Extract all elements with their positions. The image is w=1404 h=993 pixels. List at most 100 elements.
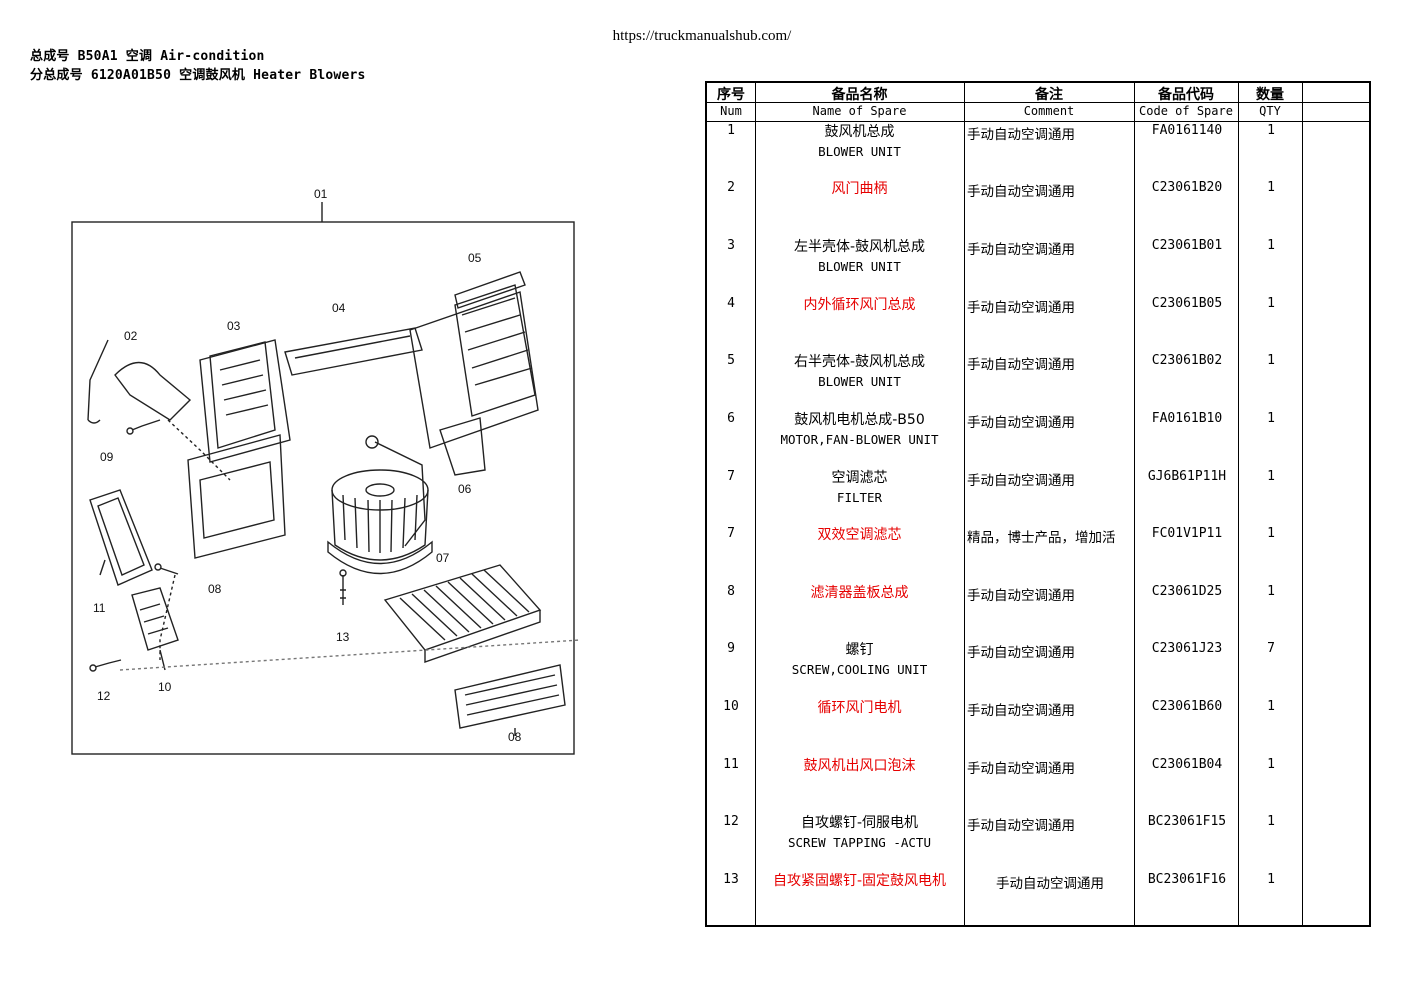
part-qty: 1: [1267, 699, 1275, 714]
duct-part: [284, 327, 423, 376]
part-name: 循环风门电机: [755, 699, 964, 718]
part-code: C23061B60: [1151, 699, 1223, 714]
part-comment: 手动自动空调通用: [967, 184, 1075, 200]
part-num: 9: [727, 641, 735, 656]
part-qty: 1: [1267, 353, 1275, 368]
part-comment: 手动自动空调通用: [967, 242, 1075, 258]
part-code: C23061B02: [1151, 353, 1223, 368]
part-num: 1: [727, 123, 735, 138]
label-09: 09: [100, 450, 114, 464]
header-qty-en: QTY: [1259, 104, 1281, 118]
label-08a: 08: [508, 730, 522, 744]
screw-13: [340, 575, 346, 605]
part-comment: 手动自动空调通用: [967, 357, 1075, 373]
part-name-zh: 自攻螺钉-伺服电机: [800, 815, 919, 831]
screw-09: [131, 419, 161, 431]
part-name-zh: 内外循环风门总成: [803, 297, 916, 313]
duct-02: [114, 361, 192, 421]
part-name: 内外循环风门总成: [755, 296, 964, 315]
subassembly-title: 分总成号 6120A01B50 空调鼓风机 Heater Blowers: [30, 68, 366, 83]
header-num-zh: 序号: [717, 87, 745, 103]
header-code-zh: 备品代码: [1158, 87, 1214, 103]
part-name-en: BLOWER UNIT: [818, 144, 901, 159]
header-qty-zh: 数量: [1256, 87, 1284, 103]
part-comment: 手动自动空调通用: [967, 300, 1075, 316]
part-name-zh: 自攻紧固螺钉-固定鼓风电机: [772, 873, 947, 889]
exploded-parts-diagram: 01 02 03 04 05 06 07 08 09 08 10 11 12 1…: [71, 187, 580, 755]
part-name-en: SCREW TAPPING -ACTU: [788, 835, 931, 850]
part-code: C23061D25: [1151, 584, 1223, 599]
part-name-zh: 螺钉: [845, 642, 874, 658]
part-name-zh: 风门曲柄: [831, 181, 888, 197]
part-num: 12: [723, 814, 739, 829]
part-code: FA0161140: [1151, 123, 1223, 138]
parts-table: 序号 备品名称 备注 备品代码 数量 Num Name of Spare Com…: [705, 81, 1371, 927]
label-12: 12: [97, 689, 111, 703]
label-13: 13: [336, 630, 350, 644]
part-name-zh: 双效空调滤芯: [817, 527, 902, 543]
part-qty: 1: [1267, 872, 1275, 887]
part-qty: 7: [1267, 641, 1275, 656]
part-num: 3: [727, 238, 735, 253]
part-comment: 手动自动空调通用: [967, 818, 1075, 834]
part-name: 自攻螺钉-伺服电机 SCREW TAPPING -ACTU: [755, 814, 964, 852]
foam-part: [89, 489, 153, 586]
part-name: 自攻紧固螺钉-固定鼓风电机: [755, 872, 964, 891]
header-num-en: Num: [720, 104, 742, 118]
part-code: GJ6B61P11H: [1147, 469, 1227, 484]
header-name-zh: 备品名称: [831, 87, 888, 103]
part-qty: 1: [1267, 814, 1275, 829]
part-name: 鼓风机总成 BLOWER UNIT: [755, 123, 964, 161]
part-name-en: BLOWER UNIT: [818, 374, 901, 389]
part-code: BC23061F15: [1147, 814, 1227, 829]
part-name: 风门曲柄: [755, 180, 964, 199]
diagram-frame: [71, 221, 575, 755]
screw-12: [94, 659, 122, 668]
part-name-en: MOTOR,FAN-BLOWER UNIT: [780, 432, 939, 447]
housing-left: [199, 339, 291, 463]
part-name: 鼓风机出风口泡沫: [755, 757, 964, 776]
filter-part: [383, 564, 542, 651]
part-comment: 手动自动空调通用: [967, 415, 1075, 431]
part-name-zh: 鼓风机总成: [824, 124, 895, 140]
label-11: 11: [93, 601, 106, 615]
part-qty: 1: [1267, 411, 1275, 426]
label-01: 01: [314, 187, 328, 201]
part-num: 11: [723, 757, 739, 772]
part-name-en: BLOWER UNIT: [818, 259, 901, 274]
part-name-zh: 循环风门电机: [817, 700, 902, 716]
part-name-zh: 滤清器盖板总成: [810, 585, 909, 601]
header-comment-en: Comment: [1023, 104, 1075, 118]
part-num: 5: [727, 353, 735, 368]
part-name: 滤清器盖板总成: [755, 584, 964, 603]
part-num: 2: [727, 180, 735, 195]
header-name-en: Name of Spare: [812, 104, 907, 118]
part-comment: 精品，博士产品，增加活: [967, 530, 1116, 546]
part-comment: 手动自动空调通用: [967, 703, 1075, 719]
part-qty: 1: [1267, 123, 1275, 138]
part-code: FC01V1P11: [1151, 526, 1223, 541]
label-06: 06: [458, 482, 472, 496]
label-03: 03: [227, 319, 241, 333]
part-qty: 1: [1267, 526, 1275, 541]
part-comment: 手动自动空调通用: [967, 645, 1075, 661]
cover-plate: [454, 664, 566, 729]
part-qty: 1: [1267, 584, 1275, 599]
part-name-zh: 空调滤芯: [831, 470, 888, 486]
part-comment: 手动自动空调通用: [967, 761, 1075, 777]
part-num: 13: [723, 872, 739, 887]
part-comment: 手动自动空调通用: [967, 588, 1075, 604]
part-qty: 1: [1267, 757, 1275, 772]
part-name-zh: 鼓风机电机总成-B50: [794, 412, 925, 428]
part-name: 双效空调滤芯: [755, 526, 964, 545]
part-comment: 手动自动空调通用: [967, 473, 1075, 489]
part-name-zh: 鼓风机出风口泡沫: [803, 758, 916, 774]
part-code: FA0161B10: [1151, 411, 1223, 426]
part-name-zh: 右半壳体-鼓风机总成: [793, 354, 926, 370]
label-04: 04: [332, 301, 346, 315]
part-name-zh: 左半壳体-鼓风机总成: [793, 239, 926, 255]
header-code-en: Code of Spare: [1139, 104, 1233, 118]
